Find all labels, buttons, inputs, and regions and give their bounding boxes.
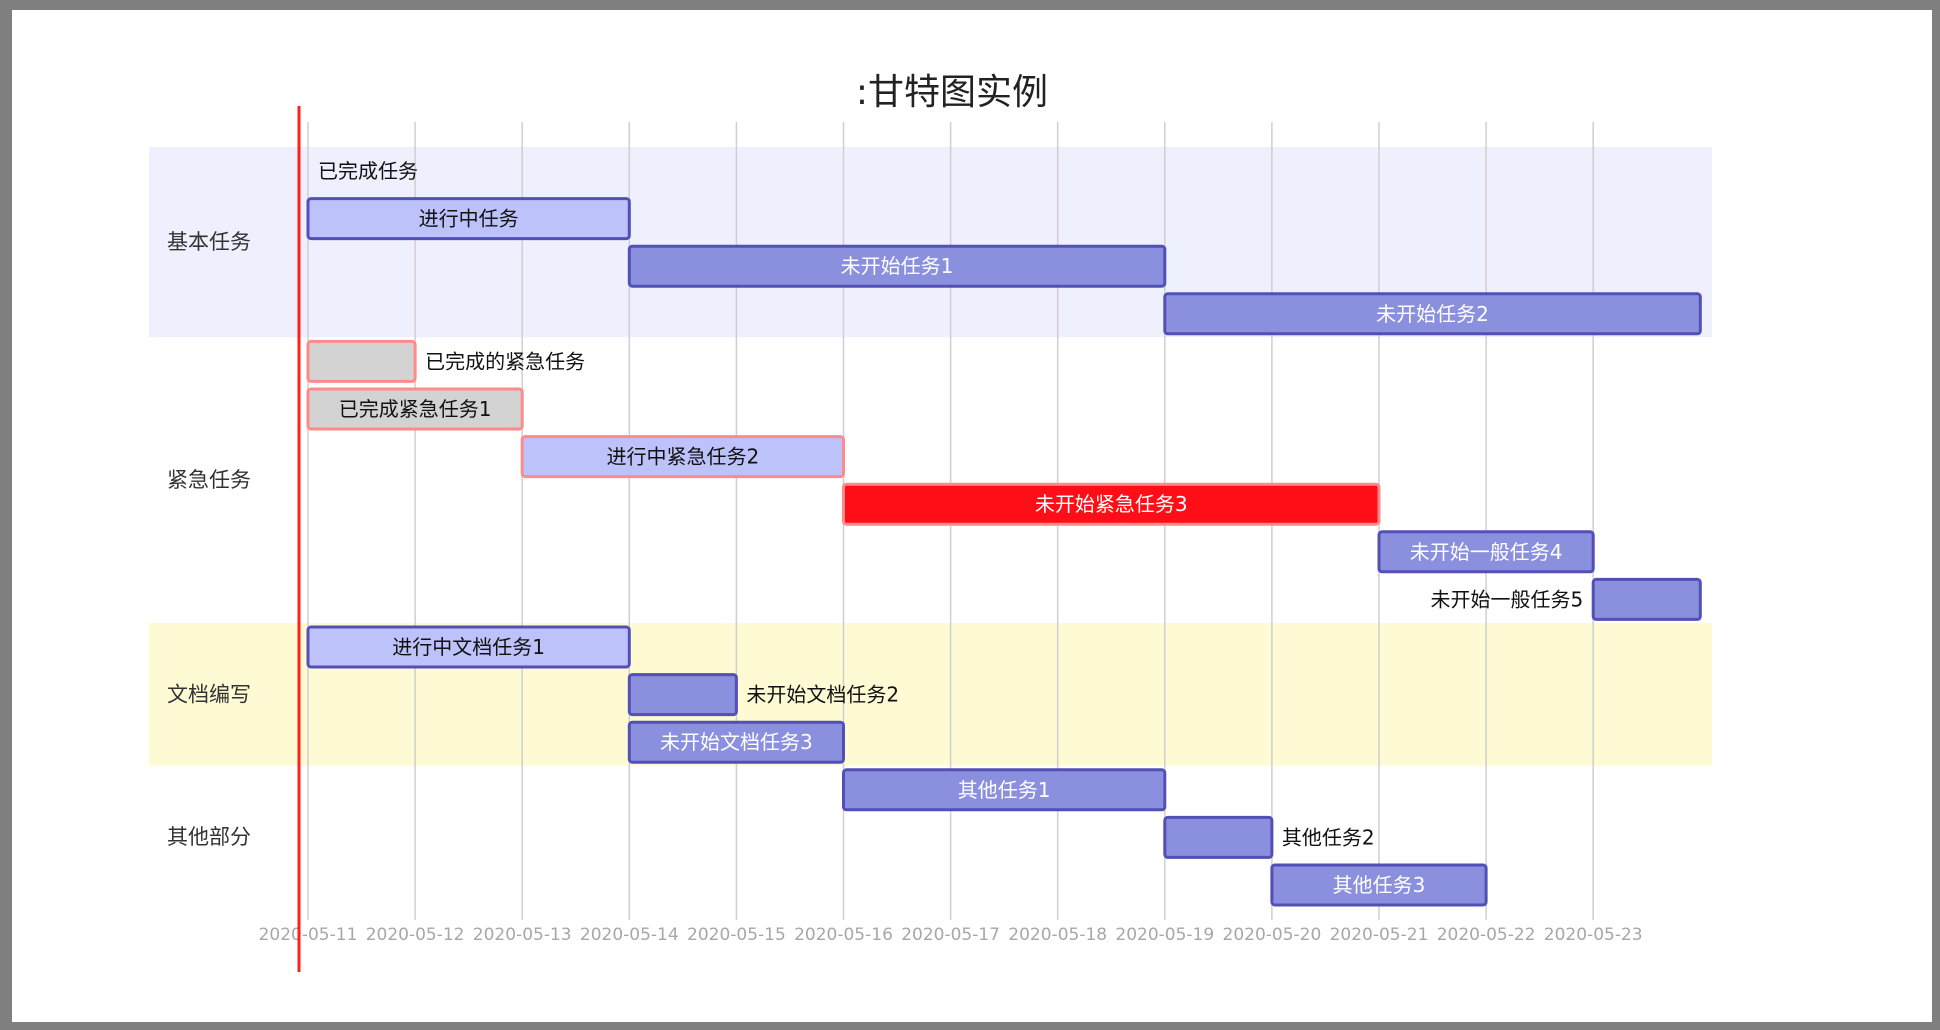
tick-label: 2020-05-16 <box>794 925 893 945</box>
task-bar <box>306 625 631 669</box>
task-bar <box>627 244 1167 288</box>
task-bar <box>520 435 845 479</box>
tick-label: 2020-05-12 <box>366 925 465 945</box>
task-label: 未开始任务2 <box>1376 302 1489 326</box>
task-label: 进行中紧急任务2 <box>606 445 759 469</box>
task-label: 未开始文档任务2 <box>746 683 899 707</box>
section-label: 文档编写 <box>167 682 251 706</box>
tick-label: 2020-05-22 <box>1437 925 1536 945</box>
tick-label: 2020-05-18 <box>1008 925 1107 945</box>
tick-label: 2020-05-14 <box>580 925 679 945</box>
task-bar <box>627 720 845 764</box>
task-bar <box>627 673 738 717</box>
tick-label: 2020-05-13 <box>473 925 572 945</box>
task-bar <box>306 387 524 431</box>
task-label: 其他任务3 <box>1333 873 1426 897</box>
task-label: 已完成任务 <box>318 159 418 183</box>
tick-label: 2020-05-21 <box>1330 925 1429 945</box>
x-axis-ticks: 2020-05-11 2020-05-12 2020-05-13 2020-05-14… <box>259 925 1643 945</box>
task-label: 未开始文档任务3 <box>660 730 813 754</box>
gantt-svg: 2020-05-11 2020-05-12 2020-05-13 2020-05-14… <box>149 72 1712 972</box>
chart-title: :甘特图实例 <box>856 72 1048 113</box>
section-label: 其他部分 <box>167 825 251 849</box>
task-label: 其他任务2 <box>1282 825 1375 849</box>
section-band-2 <box>149 337 1712 623</box>
task-label: 进行中任务 <box>419 207 519 231</box>
task-label: 已完成的紧急任务 <box>425 349 585 373</box>
task-label: 其他任务1 <box>958 778 1051 802</box>
task-bar <box>306 339 417 383</box>
gantt-chart: 2020-05-11 2020-05-12 2020-05-13 2020-05-14… <box>12 10 1932 1022</box>
tick-label: 2020-05-11 <box>259 925 358 945</box>
task-bar <box>1377 530 1595 574</box>
section-label: 紧急任务 <box>167 468 251 492</box>
tick-label: 2020-05-23 <box>1544 925 1643 945</box>
task-label: 未开始紧急任务3 <box>1035 492 1188 516</box>
task-bar <box>1163 292 1702 336</box>
tick-label: 2020-05-17 <box>901 925 1000 945</box>
tick-label: 2020-05-19 <box>1115 925 1214 945</box>
task-bar <box>842 768 1167 812</box>
task-bar <box>1270 863 1488 907</box>
task-label: 进行中文档任务1 <box>392 635 545 659</box>
tick-label: 2020-05-20 <box>1223 925 1322 945</box>
section-label: 基本任务 <box>167 230 251 254</box>
task-label: 已完成紧急任务1 <box>339 397 492 421</box>
task-label: 未开始一般任务4 <box>1410 540 1563 564</box>
task-bar <box>306 197 631 241</box>
task-bar <box>842 482 1381 526</box>
tick-label: 2020-05-15 <box>687 925 786 945</box>
task-bar <box>1591 577 1702 621</box>
task-label: 未开始一般任务5 <box>1430 587 1583 611</box>
task-label: 未开始任务1 <box>841 254 954 278</box>
task-bar <box>1163 815 1274 859</box>
